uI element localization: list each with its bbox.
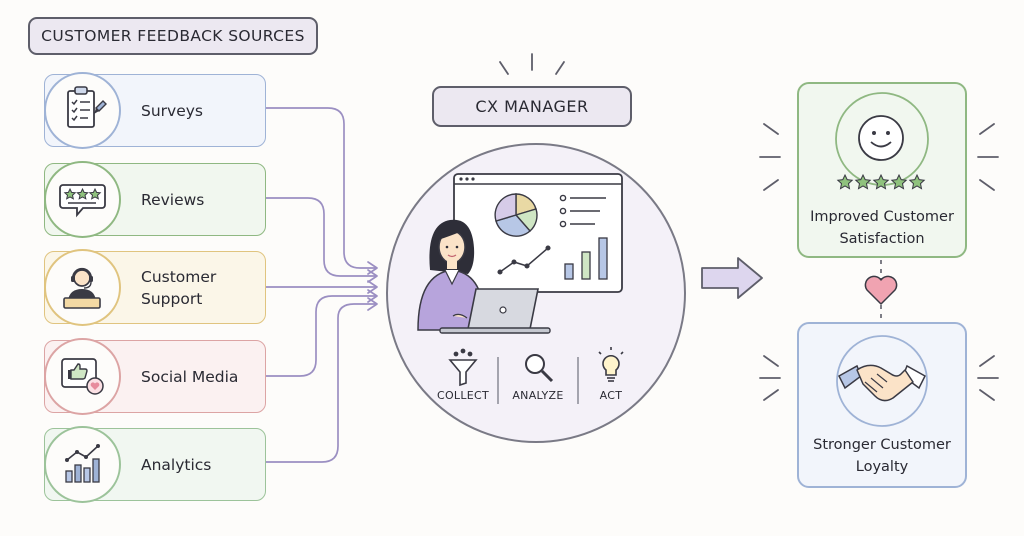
connector-social bbox=[265, 295, 377, 377]
source-analytics: Analytics bbox=[44, 426, 266, 503]
connector-surveys bbox=[265, 107, 377, 269]
feedback-sources-title-text: CUSTOMER FEEDBACK SOURCES bbox=[41, 27, 305, 45]
star-review-icon bbox=[44, 161, 121, 238]
source-customer-support: Customer Support bbox=[44, 249, 266, 326]
source-reviews: Reviews bbox=[44, 161, 266, 238]
lightbulb-icon bbox=[598, 347, 624, 382]
source-surveys: Surveys bbox=[44, 72, 266, 149]
feedback-sources-title: CUSTOMER FEEDBACK SOURCES bbox=[28, 17, 318, 55]
trend-line-icon bbox=[497, 245, 551, 275]
source-customer-support-label: Customer Support bbox=[141, 267, 217, 308]
source-analytics-label: Analytics bbox=[141, 455, 212, 474]
outcome-loyalty-line1: Stronger Customer bbox=[813, 437, 951, 453]
step-act-label: ACT bbox=[599, 389, 623, 402]
burst-lines bbox=[759, 123, 999, 401]
step-analyze-label: ANALYZE bbox=[512, 389, 564, 402]
heart-icon bbox=[864, 275, 898, 305]
dashboard-screen-icon bbox=[453, 173, 623, 293]
smiley-five-stars-icon bbox=[835, 92, 929, 190]
source-social-media: Social Media bbox=[44, 338, 266, 415]
cx-manager-title: CX MANAGER bbox=[432, 86, 632, 127]
source-social-media-label: Social Media bbox=[141, 367, 239, 386]
thumbs-up-heart-icon bbox=[44, 338, 121, 415]
magnifier-icon bbox=[525, 354, 554, 383]
outcome-loyalty-line2: Loyalty bbox=[855, 459, 909, 475]
handshake-icon bbox=[836, 335, 928, 427]
outcome-satisfaction-line2: Satisfaction bbox=[839, 231, 925, 247]
source-surveys-label: Surveys bbox=[141, 101, 203, 120]
connector-analytics bbox=[265, 303, 377, 463]
outcome-loyalty: Stronger Customer Loyalty bbox=[797, 322, 967, 488]
outcome-satisfaction-line1: Improved Customer bbox=[810, 209, 954, 225]
support-agent-icon bbox=[44, 249, 121, 326]
cx-manager-title-text: CX MANAGER bbox=[475, 97, 589, 116]
bar-chart-icon bbox=[564, 237, 608, 280]
step-collect-label: COLLECT bbox=[436, 389, 490, 402]
pie-chart-icon bbox=[494, 193, 538, 237]
funnel-icon bbox=[448, 348, 478, 387]
connector-reviews bbox=[265, 197, 377, 277]
outcome-satisfaction: Improved Customer Satisfaction bbox=[797, 82, 967, 258]
analytics-chart-icon bbox=[44, 426, 121, 503]
clipboard-checklist-icon bbox=[44, 72, 121, 149]
source-reviews-label: Reviews bbox=[141, 190, 205, 209]
laptop-icon bbox=[439, 288, 551, 334]
